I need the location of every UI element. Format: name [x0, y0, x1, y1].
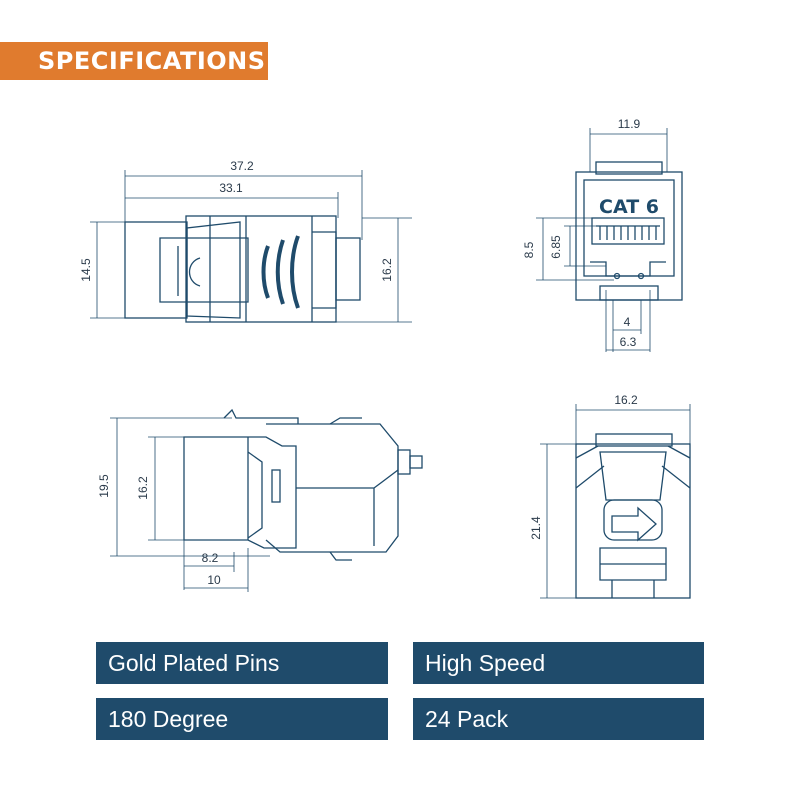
- feature-label: High Speed: [413, 642, 704, 684]
- feature-text: 24 Pack: [425, 706, 509, 732]
- dim-outer-width: 10: [207, 573, 221, 587]
- dim-height-right: 16.2: [380, 258, 394, 282]
- dim-front-height-inner: 6.85: [549, 235, 563, 259]
- cat6-label: CAT 6: [599, 196, 659, 218]
- specifications-banner: SPECIFICATIONS: [0, 42, 268, 80]
- feature-label: 24 Pack: [413, 698, 704, 740]
- dim-back-height: 21.4: [529, 516, 543, 540]
- front-view: CAT 6 11.9 8.5 6.85 4 6.3: [522, 117, 683, 352]
- feature-label: 180 Degree: [96, 698, 388, 740]
- top-view: 19.5 16.2 8.2 10: [97, 408, 423, 592]
- dim-overall-length: 37.2: [230, 159, 254, 173]
- dim-height-left: 14.5: [79, 258, 93, 282]
- feature-label: Gold Plated Pins: [96, 642, 388, 684]
- dim-front-width: 11.9: [618, 117, 641, 131]
- feature-text: High Speed: [425, 650, 546, 676]
- dim-slot-width: 6.3: [620, 335, 637, 349]
- dim-body-length: 33.1: [219, 181, 243, 195]
- dim-overall-height: 19.5: [97, 474, 111, 498]
- dim-inner-width: 8.2: [202, 551, 219, 565]
- dim-front-height-outer: 8.5: [522, 241, 536, 258]
- dim-pin-width: 4: [624, 315, 631, 329]
- back-view: 16.2 21.4: [529, 393, 691, 599]
- feature-text: 180 Degree: [108, 706, 229, 732]
- dim-back-width: 16.2: [614, 393, 638, 407]
- feature-text: Gold Plated Pins: [108, 650, 280, 676]
- banner-title: SPECIFICATIONS: [38, 47, 266, 75]
- side-view: 37.2 33.1 14.5 16.2: [79, 159, 412, 323]
- dim-body-height: 16.2: [136, 476, 150, 500]
